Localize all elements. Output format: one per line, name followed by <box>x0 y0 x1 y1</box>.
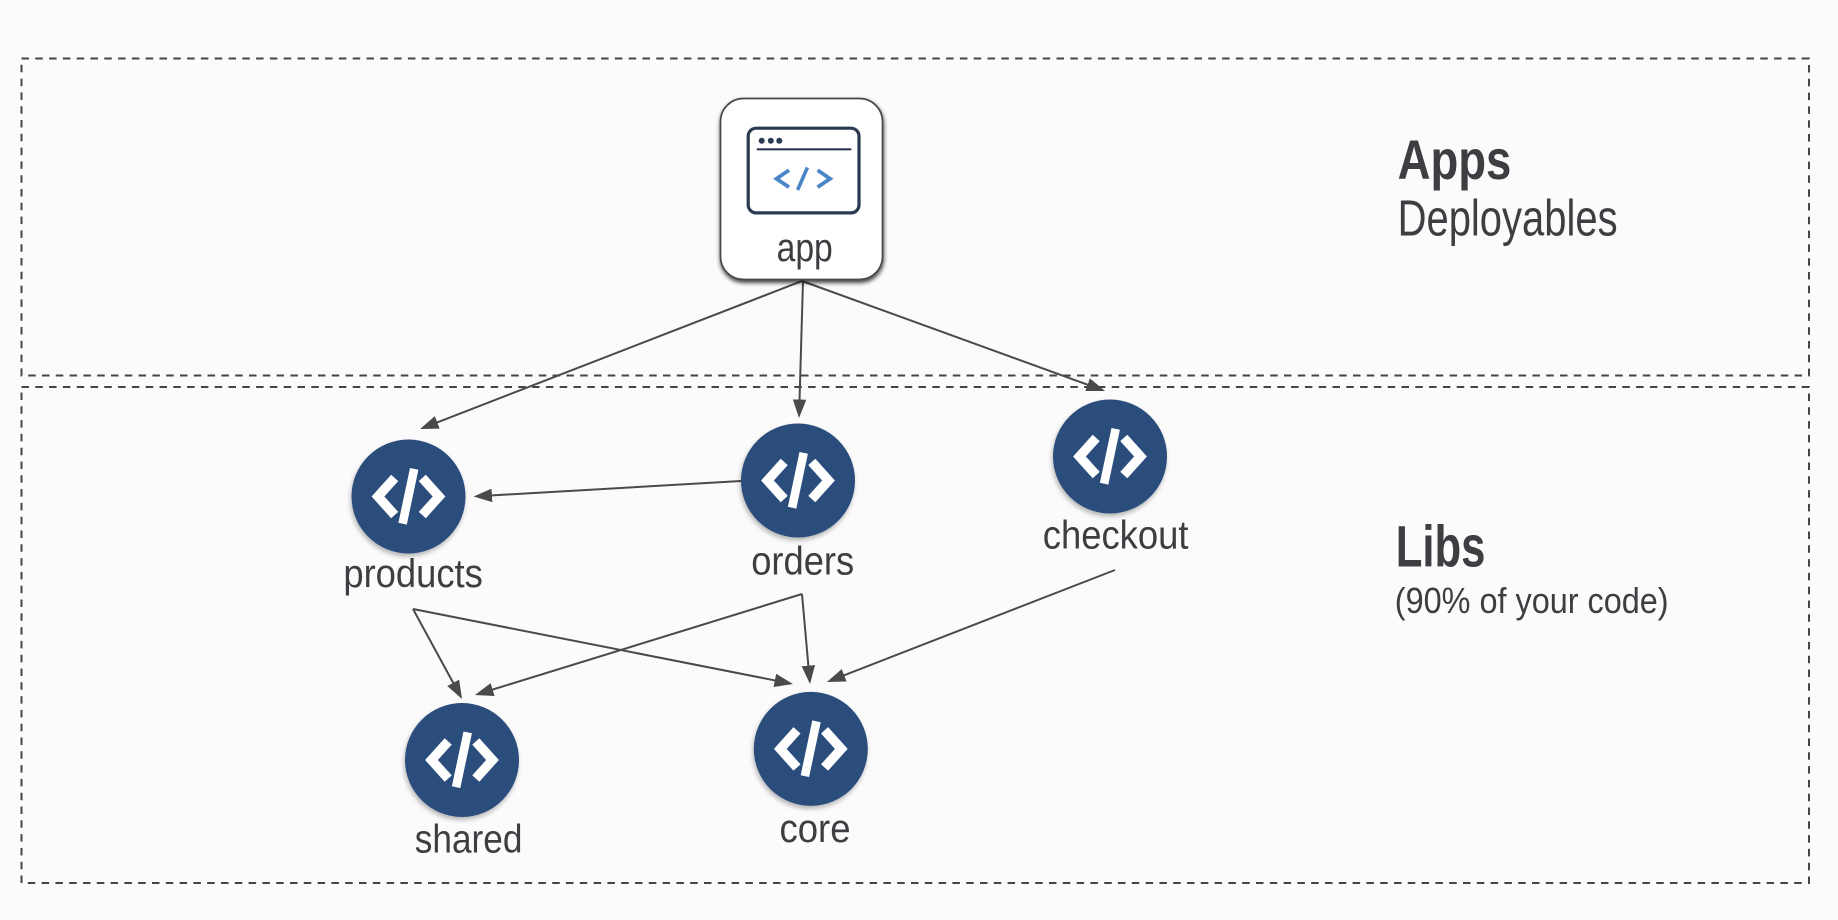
svg-text:(90% of your code): (90% of your code) <box>1395 580 1669 621</box>
svg-text:core: core <box>780 807 851 851</box>
svg-text:shared: shared <box>415 818 523 862</box>
svg-text:products: products <box>343 552 483 596</box>
svg-text:orders: orders <box>751 540 854 584</box>
svg-text:app: app <box>777 226 833 270</box>
svg-text:Apps: Apps <box>1398 128 1512 191</box>
svg-text:Deployables: Deployables <box>1398 190 1618 247</box>
svg-text:checkout: checkout <box>1043 514 1189 558</box>
svg-text:Libs: Libs <box>1396 515 1486 580</box>
